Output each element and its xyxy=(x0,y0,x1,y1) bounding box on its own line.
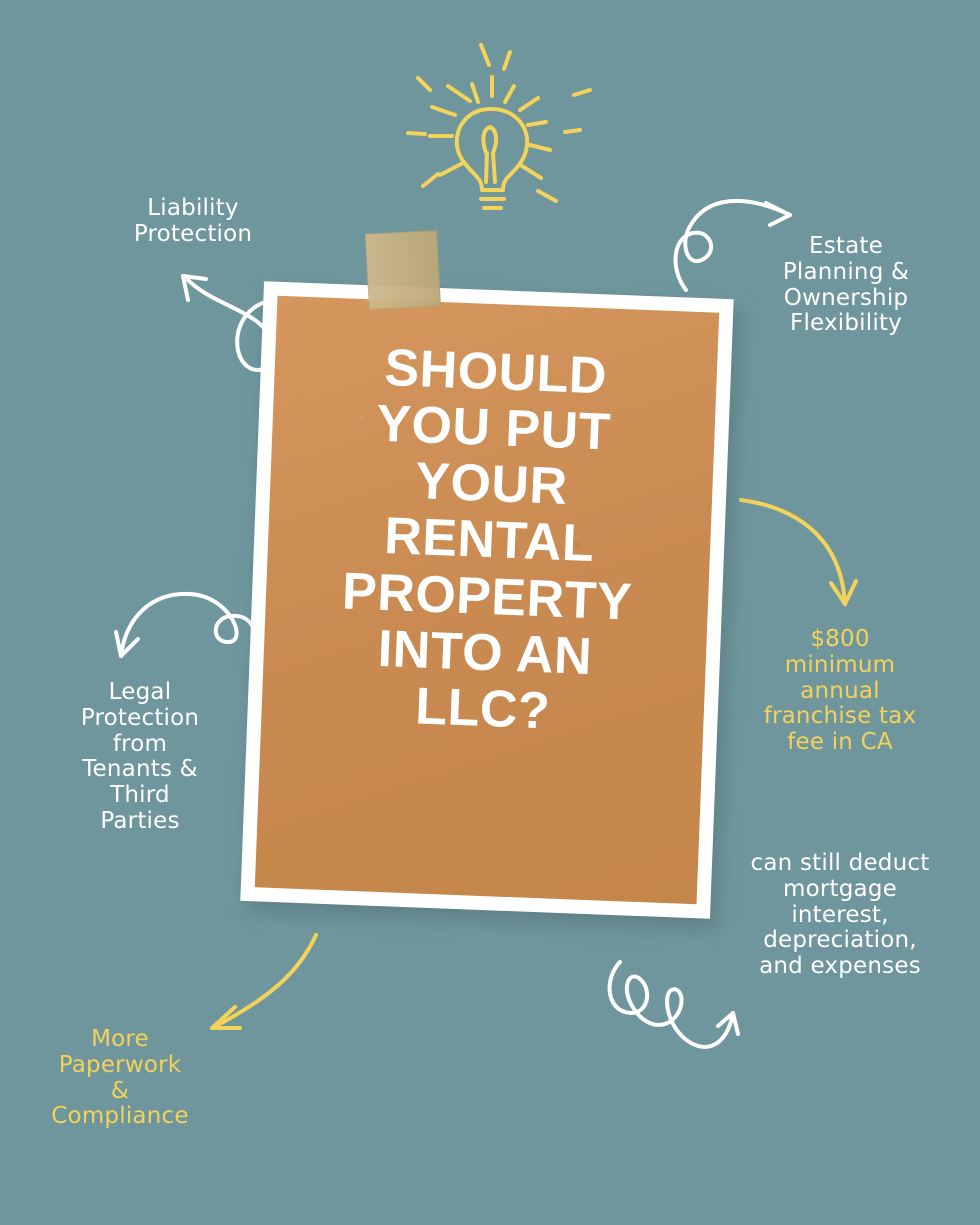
liability-line-1: Liability xyxy=(147,195,239,221)
franchise-label: $800 minimum annual franchise tax fee in… xyxy=(735,626,945,756)
main-card: SHOULD YOU PUT YOUR RENTAL PROPERTY INTO… xyxy=(240,281,734,919)
liability-line-2: Protection xyxy=(133,220,253,247)
tape-strip xyxy=(365,230,441,310)
legal-line-2: Protection xyxy=(80,704,200,731)
paperwork-arrow xyxy=(210,933,318,1030)
deduct-arrow xyxy=(607,960,740,1049)
paperwork-line-4: Compliance xyxy=(51,1103,189,1130)
franchise-arrow xyxy=(739,498,858,606)
deduct-label: can still deduct mortgage interest, depr… xyxy=(720,850,960,980)
deduct-line-5: and expenses xyxy=(759,953,921,979)
paperwork-line-1: More xyxy=(91,1026,149,1052)
legal-arrow xyxy=(114,591,257,658)
franchise-line-5: fee in CA xyxy=(787,729,893,755)
franchise-line-2: minimum xyxy=(784,651,896,678)
kraft-paper: SHOULD YOU PUT YOUR RENTAL PROPERTY INTO… xyxy=(254,295,720,905)
legal-line-5: Third xyxy=(110,782,170,808)
estate-arrow xyxy=(673,198,792,292)
deduct-line-4: depreciation, xyxy=(763,927,917,954)
legal-label: Legal Protection from Tenants & Third Pa… xyxy=(45,679,235,835)
lightbulb-icon xyxy=(406,43,592,210)
estate-line-1: Estate xyxy=(809,233,883,259)
paperwork-label: More Paperwork & Compliance xyxy=(25,1026,215,1130)
legal-line-6: Parties xyxy=(100,807,180,834)
deduct-line-3: interest, xyxy=(791,901,889,928)
legal-line-3: from xyxy=(112,730,168,757)
franchise-line-3: annual xyxy=(800,677,880,704)
franchise-line-4: franchise tax xyxy=(763,703,917,730)
estate-line-3: Ownership xyxy=(783,284,909,311)
estate-label: Estate Planning & Ownership Flexibility xyxy=(756,233,936,337)
main-question: SHOULD YOU PUT YOUR RENTAL PROPERTY INTO… xyxy=(289,337,690,745)
estate-line-2: Planning & xyxy=(782,258,910,285)
liability-label: Liability Protection xyxy=(108,195,278,248)
paperwork-line-3: & xyxy=(110,1077,130,1104)
legal-line-1: Legal xyxy=(108,679,172,705)
deduct-line-1: can still deduct xyxy=(750,850,930,876)
legal-line-4: Tenants & xyxy=(82,756,198,783)
deduct-line-2: mortgage xyxy=(783,875,897,902)
franchise-line-1: $800 xyxy=(810,626,870,652)
estate-line-4: Flexibility xyxy=(790,310,902,337)
paperwork-line-2: Paperwork xyxy=(58,1051,182,1078)
